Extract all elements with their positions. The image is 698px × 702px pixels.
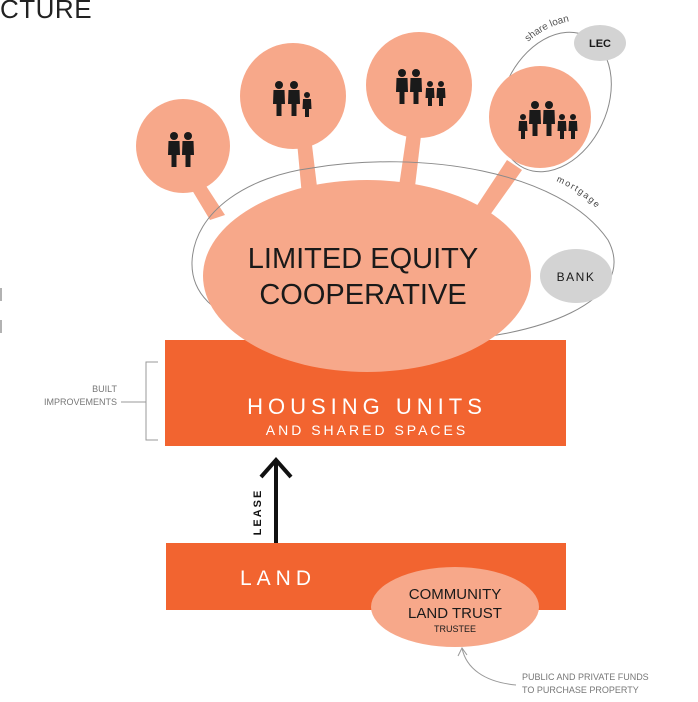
- bank-badge: [540, 249, 612, 303]
- family-circle-2: [136, 99, 230, 193]
- family-circle-4: [366, 32, 472, 138]
- family-circle-3: [240, 43, 346, 149]
- funds-arrowhead: [457, 647, 468, 657]
- family-stems: [183, 120, 522, 220]
- funds-label-line1: PUBLIC AND PRIVATE FUNDS: [522, 672, 649, 682]
- lease-arrow: [259, 456, 293, 543]
- cooperative-label-line1: LIMITED EQUITY: [248, 243, 478, 275]
- built-label: BUILT: [92, 384, 117, 394]
- improvements-label: IMPROVEMENTS: [44, 397, 117, 407]
- family-circle-5: [489, 66, 591, 168]
- shared-spaces-label: AND SHARED SPACES: [266, 422, 468, 438]
- built-improvements-bracket: [145, 361, 158, 441]
- lec-label: LEC: [589, 38, 611, 50]
- community-land-trust-ellipse: [371, 567, 539, 647]
- cooperative-label-line2: COOPERATIVE: [259, 279, 466, 311]
- share-loan-label: share loan: [523, 14, 570, 45]
- funds-arrow: [461, 647, 517, 686]
- funds-label-line2: TO PURCHASE PROPERTY: [522, 685, 639, 695]
- lec-badge: [574, 25, 626, 61]
- cooperative-ellipse: [203, 180, 531, 372]
- housing-units-label: HOUSING UNITS: [247, 394, 487, 419]
- clt-label-line1: COMMUNITY: [409, 586, 502, 603]
- land-label: LAND: [240, 567, 316, 590]
- mortgage-label: mortgage: [555, 174, 603, 211]
- lease-label: LEASE: [252, 489, 264, 536]
- page-title-fragment: CTURE: [0, 0, 93, 24]
- clt-label-trustee: TRUSTEE: [434, 624, 476, 634]
- bank-label: BANK: [557, 270, 596, 284]
- clt-label-line2: LAND TRUST: [408, 605, 502, 622]
